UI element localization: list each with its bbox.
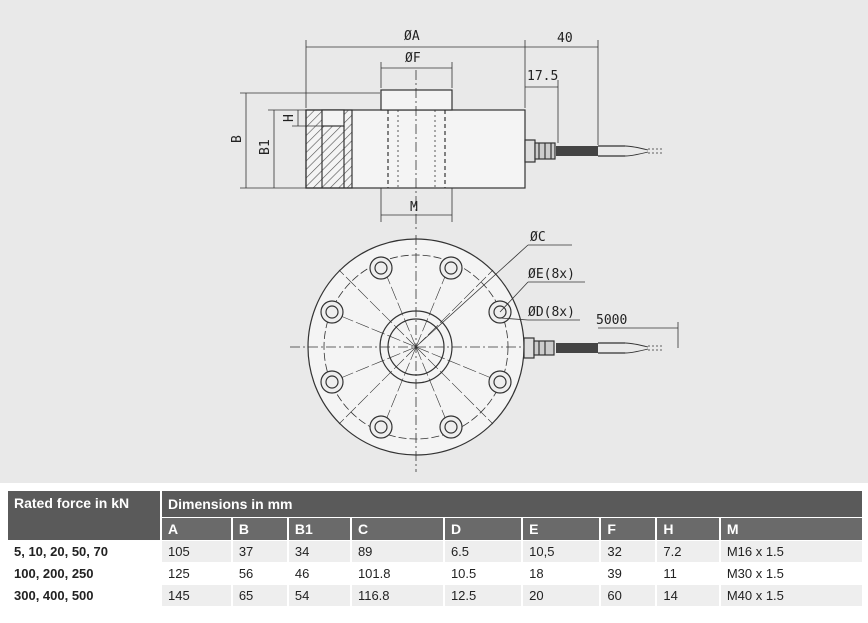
bolt-holes bbox=[320, 256, 512, 439]
table-cell: 7.2 bbox=[657, 541, 719, 562]
table-cell: 12.5 bbox=[444, 585, 522, 606]
table-cell: 32 bbox=[601, 541, 656, 562]
force-cell: 5, 10, 20, 50, 70 bbox=[8, 541, 160, 562]
top-leaders bbox=[419, 244, 679, 348]
label-c: ØC bbox=[530, 230, 546, 245]
label-b: B bbox=[230, 135, 245, 143]
table-cell: 39 bbox=[601, 563, 656, 584]
label-m: M bbox=[410, 200, 418, 215]
table-cell: M16 x 1.5 bbox=[720, 541, 862, 562]
table-cell: 145 bbox=[162, 585, 231, 606]
table-cell: 65 bbox=[232, 585, 287, 606]
table-cell: 89 bbox=[351, 541, 443, 562]
label-b1: B1 bbox=[258, 139, 273, 155]
column-header: C bbox=[351, 518, 443, 540]
column-header: B1 bbox=[288, 518, 350, 540]
table-row: 300, 400, 500 145 65 54 116.8 12.5 20 60… bbox=[8, 585, 862, 606]
table-cell: 10.5 bbox=[444, 563, 522, 584]
table-cell: 11 bbox=[657, 563, 719, 584]
column-header: M bbox=[720, 518, 862, 540]
drawing-svg: ØA 40 ØF 17.5 B B1 H M bbox=[230, 29, 679, 472]
label-d: ØD(8x) bbox=[528, 305, 575, 320]
top-view bbox=[290, 235, 664, 472]
force-cell: 300, 400, 500 bbox=[8, 585, 160, 606]
load-button bbox=[380, 89, 453, 111]
column-header: B bbox=[232, 518, 287, 540]
side-view bbox=[305, 70, 664, 232]
table-cell: M40 x 1.5 bbox=[720, 585, 862, 606]
table-cell: 54 bbox=[288, 585, 350, 606]
table-column-row: A B B1 C D E F H M bbox=[8, 518, 862, 540]
table-cell: 60 bbox=[601, 585, 656, 606]
label-e: ØE(8x) bbox=[528, 267, 575, 282]
column-header: F bbox=[601, 518, 656, 540]
table-row: 100, 200, 250 125 56 46 101.8 10.5 18 39… bbox=[8, 563, 862, 584]
table-cell: M30 x 1.5 bbox=[720, 563, 862, 584]
side-dimensions bbox=[240, 40, 599, 222]
column-header: E bbox=[523, 518, 600, 540]
label-f: ØF bbox=[405, 51, 421, 66]
table-cell: 46 bbox=[288, 563, 350, 584]
table-cell: 10,5 bbox=[523, 541, 600, 562]
table-cell: 105 bbox=[162, 541, 231, 562]
table-cell: 14 bbox=[657, 585, 719, 606]
column-header: D bbox=[444, 518, 522, 540]
dimensions-table: Rated force in kN Dimensions in mm A B B… bbox=[6, 490, 864, 607]
column-header: A bbox=[162, 518, 231, 540]
table-cell: 6.5 bbox=[444, 541, 522, 562]
label-connector: 17.5 bbox=[527, 69, 558, 84]
table-cell: 101.8 bbox=[351, 563, 443, 584]
table-cell: 20 bbox=[523, 585, 600, 606]
header-dimensions: Dimensions in mm bbox=[162, 491, 862, 517]
technical-drawing: ØA 40 ØF 17.5 B B1 H M bbox=[0, 0, 868, 483]
table-cell: 125 bbox=[162, 563, 231, 584]
table-cell: 18 bbox=[523, 563, 600, 584]
label-h: H bbox=[282, 114, 297, 122]
column-header: H bbox=[657, 518, 719, 540]
table-cell: 116.8 bbox=[351, 585, 443, 606]
table-row: 5, 10, 20, 50, 70 105 37 34 89 6.5 10,5 … bbox=[8, 541, 862, 562]
table-cell: 37 bbox=[232, 541, 287, 562]
label-cable-offset: 40 bbox=[557, 31, 573, 46]
table-cell: 56 bbox=[232, 563, 287, 584]
table-cell: 34 bbox=[288, 541, 350, 562]
label-a: ØA bbox=[404, 29, 420, 44]
label-cable-length: 5000 bbox=[596, 313, 627, 328]
table-header-row: Rated force in kN Dimensions in mm bbox=[8, 491, 862, 540]
force-cell: 100, 200, 250 bbox=[8, 563, 160, 584]
header-rated-force: Rated force in kN bbox=[8, 491, 160, 540]
